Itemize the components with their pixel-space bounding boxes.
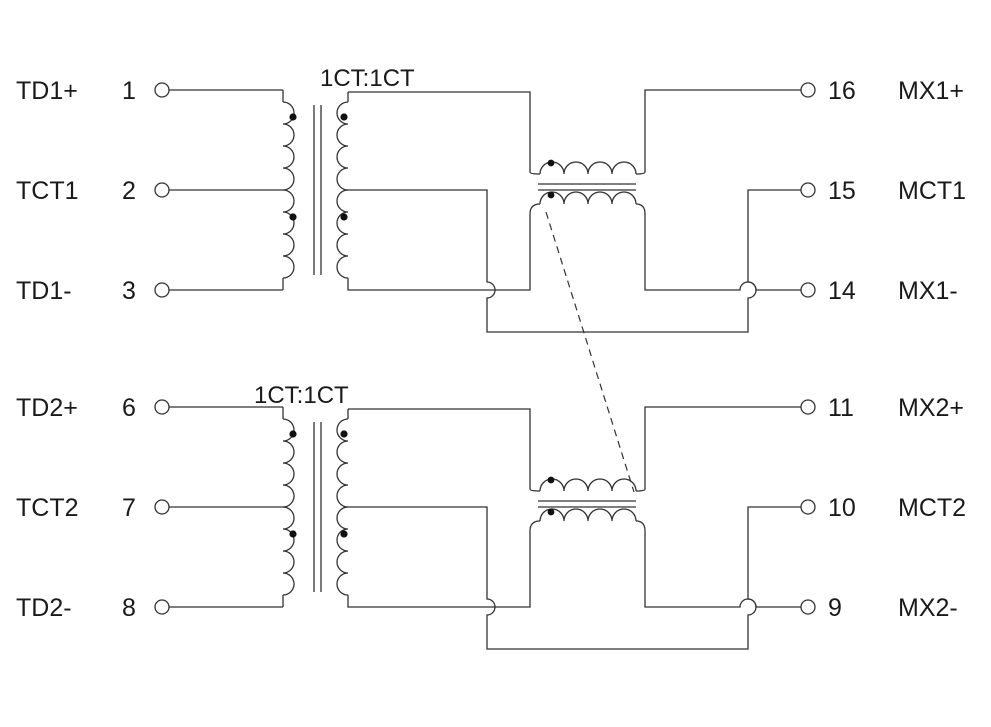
connection-wire <box>644 531 808 608</box>
pin-number: 9 <box>828 594 842 622</box>
pin-number: 11 <box>828 394 854 422</box>
pin-signal-label: TD2+ <box>16 394 78 422</box>
pin-number: 14 <box>828 277 856 305</box>
pin-number: 6 <box>122 394 136 422</box>
turns-ratio-label: 1CT:1CT <box>254 382 349 409</box>
pin-number: 16 <box>828 77 856 105</box>
polarity-dot-icon <box>289 113 297 121</box>
center-tap-wire <box>348 189 808 333</box>
connection-wire <box>348 91 531 172</box>
pin-signal-label: MX1- <box>898 277 958 305</box>
choke-lead <box>529 171 541 175</box>
primary-winding-coil <box>282 506 295 596</box>
polarity-dot-icon <box>340 213 348 221</box>
secondary-winding-coil <box>336 506 349 596</box>
choke-lead <box>635 488 646 492</box>
center-tap-wire <box>348 506 808 650</box>
pin-terminal-icon <box>800 499 816 515</box>
pin-terminal-icon <box>800 82 816 98</box>
pin-signal-label: MX1+ <box>898 77 964 105</box>
choke-lead <box>529 488 541 492</box>
pin-signal-label: TD1+ <box>16 77 78 105</box>
pin-number: 2 <box>122 177 136 205</box>
pin-signal-label: MX2- <box>898 594 958 622</box>
secondary-winding-coil <box>336 418 349 508</box>
connection-wire <box>644 406 808 489</box>
choke-winding-coil <box>539 508 637 522</box>
pin-number: 7 <box>122 494 136 522</box>
pin-number: 1 <box>122 77 136 105</box>
pin-signal-label: MX2+ <box>898 394 964 422</box>
secondary-winding-coil <box>336 189 349 279</box>
choke-lead <box>529 520 541 532</box>
pin-number: 15 <box>828 177 856 205</box>
secondary-winding-coil <box>336 101 349 191</box>
pin-number: 8 <box>122 594 136 622</box>
pin-terminal-icon <box>800 399 816 415</box>
pin-terminal-icon <box>154 599 170 615</box>
pin-terminal-icon <box>154 82 170 98</box>
polarity-dot-icon <box>289 530 297 538</box>
pin-signal-label: TCT1 <box>16 177 79 205</box>
choke-winding-coil <box>539 191 637 205</box>
pin-number: 3 <box>122 277 136 305</box>
pin-terminal-icon <box>154 182 170 198</box>
pin-signal-label: TCT2 <box>16 494 79 522</box>
primary-winding-coil <box>282 189 295 279</box>
choke-lead <box>635 171 646 175</box>
pin-signal-label: MCT1 <box>898 177 966 205</box>
polarity-dot-icon <box>547 159 555 167</box>
polarity-dot-icon <box>340 430 348 438</box>
polarity-dot-icon <box>547 476 555 484</box>
polarity-dot-icon <box>289 213 297 221</box>
connection-wire <box>348 408 531 489</box>
connection-wire <box>347 531 531 608</box>
pin-signal-label: TD2- <box>16 594 72 622</box>
pin-terminal-icon <box>154 399 170 415</box>
pin-terminal-icon <box>800 599 816 615</box>
polarity-dot-icon <box>547 191 555 199</box>
pin-terminal-icon <box>154 499 170 515</box>
choke-winding-coil <box>539 161 637 175</box>
pin-terminal-icon <box>800 182 816 198</box>
choke-lead <box>635 203 646 215</box>
choke-lead <box>635 520 646 532</box>
connection-wire <box>644 89 808 172</box>
polarity-dot-icon <box>340 530 348 538</box>
polarity-dot-icon <box>547 508 555 516</box>
pin-terminal-icon <box>800 282 816 298</box>
polarity-dot-icon <box>289 430 297 438</box>
choke-lead <box>529 203 541 215</box>
pin-signal-label: TD1- <box>16 277 72 305</box>
pin-signal-label: MCT2 <box>898 494 966 522</box>
polarity-dot-icon <box>340 113 348 121</box>
pin-terminal-icon <box>154 282 170 298</box>
connection-wire <box>644 214 808 291</box>
choke-winding-coil <box>539 478 637 492</box>
coupling-dashed-line <box>545 211 635 493</box>
turns-ratio-label: 1CT:1CT <box>320 65 415 92</box>
connection-wire <box>347 214 531 291</box>
pin-number: 10 <box>828 494 856 522</box>
